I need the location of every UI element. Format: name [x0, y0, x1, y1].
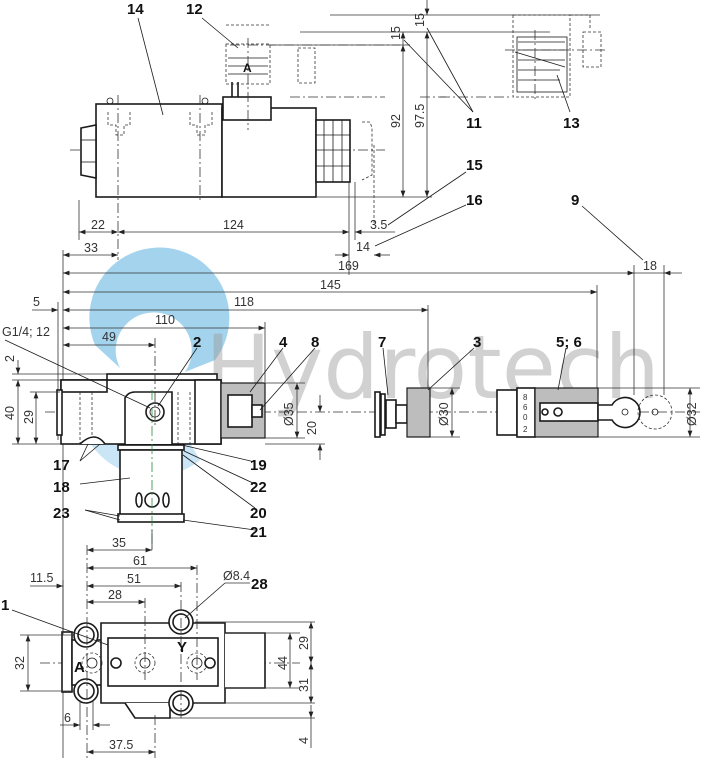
lever [597, 396, 641, 429]
dim-15: 15 [413, 13, 427, 27]
callout-14: 14 [127, 1, 144, 18]
coil [221, 107, 317, 198]
dim-51: 51 [127, 572, 141, 586]
dim-169: 169 [338, 259, 359, 273]
dim-15: 15 [389, 26, 403, 40]
port-face [107, 637, 219, 687]
callout-17: 17 [53, 457, 70, 474]
solenoid-top-view: A [70, 24, 446, 260]
scale-digit: 8 [523, 393, 528, 402]
callout-5-6: 5; 6 [556, 334, 582, 351]
dim-14: 14 [356, 240, 370, 254]
connector-variant-13 [440, 14, 605, 100]
dim-dia-8-4: Ø8.4 [223, 569, 250, 583]
callout-12: 12 [186, 1, 203, 18]
dim-145: 145 [320, 278, 341, 292]
dim-5: 5 [33, 295, 40, 309]
dim-118: 118 [234, 295, 254, 309]
callout-13: 13 [563, 115, 580, 132]
port-a-label: A [243, 61, 252, 75]
dim-32: 32 [13, 656, 27, 670]
dim-22: 22 [91, 218, 105, 232]
callout-labels: 14 12 11 13 15 16 9 G1/4; 12 2 4 8 7 3 5… [1, 1, 582, 614]
callout-20: 20 [250, 505, 267, 522]
dim-29: 29 [297, 636, 311, 650]
bottom-dimensions [11, 530, 315, 755]
scale-digit: 0 [523, 413, 528, 422]
dim-110: 110 [155, 313, 175, 327]
callout-4: 4 [279, 334, 288, 351]
dim-124: 124 [223, 218, 244, 232]
callout-21: 21 [250, 524, 267, 541]
port-a-label: A [74, 659, 85, 676]
callout-1: 1 [1, 597, 9, 614]
dim-31: 31 [297, 678, 311, 692]
item-3-knob [406, 387, 431, 438]
dim-35: 35 [112, 536, 126, 550]
callout-3: 3 [473, 334, 481, 351]
dim-6: 6 [64, 711, 71, 725]
dim-29: 29 [22, 410, 36, 424]
dim-97-5: 97.5 [413, 104, 427, 128]
dim-11-5: 11.5 [30, 571, 53, 585]
valve-side-view: 8 6 0 2 [45, 338, 700, 548]
dim-3-5: 3.5 [370, 218, 387, 232]
valve-bottom-view: A Y [40, 545, 300, 758]
dim-dia-30: Ø30 [437, 402, 451, 426]
dim-33: 33 [84, 241, 98, 255]
scale-digit: 6 [523, 403, 528, 412]
connector-block [222, 96, 272, 121]
dim-dia-32: Ø32 [685, 402, 699, 426]
dim-61: 61 [133, 554, 147, 568]
dim-dia-35: Ø35 [282, 402, 296, 426]
callout-15: 15 [466, 157, 483, 174]
callout-2: 2 [193, 334, 201, 351]
dim-20: 20 [305, 421, 319, 435]
hex-nut [80, 124, 97, 179]
dim-28: 28 [108, 588, 122, 602]
callout-8: 8 [311, 334, 319, 351]
callout-28: 28 [251, 576, 268, 593]
dim-4: 4 [297, 737, 311, 744]
callout-11: 11 [466, 115, 482, 132]
callout-18: 18 [53, 479, 70, 496]
callout-7: 7 [378, 334, 386, 351]
dim-49: 49 [102, 330, 116, 344]
dim-40: 40 [3, 406, 17, 420]
item-5-6 [496, 389, 518, 436]
dim-92: 92 [389, 114, 403, 128]
middle-dimensions [4, 339, 700, 531]
callout-g14: G1/4; 12 [2, 325, 50, 339]
callout-9: 9 [571, 192, 579, 209]
dim-44: 44 [276, 656, 290, 670]
dim-37-5: 37.5 [109, 738, 133, 752]
dim-2: 2 [3, 355, 17, 362]
callout-16: 16 [466, 192, 483, 209]
callout-19: 19 [250, 457, 267, 474]
port-y-label: Y [177, 639, 187, 656]
item-7 [374, 391, 381, 438]
callout-22: 22 [250, 479, 267, 496]
dim-18: 18 [643, 259, 657, 273]
solenoid-housing [95, 103, 223, 198]
scale-digit: 2 [523, 425, 528, 434]
callout-23: 23 [53, 505, 70, 522]
dimension-labels: 15 15 92 97.5 22 124 3.5 14 33 169 18 14… [3, 13, 699, 752]
